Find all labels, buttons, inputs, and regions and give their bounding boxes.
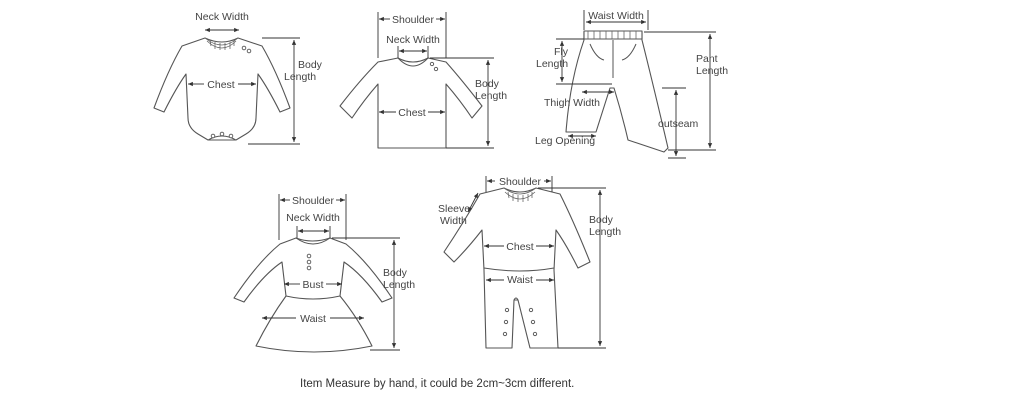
dress-shoulder-label: Shoulder (292, 195, 335, 207)
dress-waist-label: Waist (300, 313, 326, 325)
pants-fly-length-label: Fly Length (536, 46, 571, 70)
shirt-neck-width-label: Neck Width (386, 34, 440, 46)
shirt-shoulder-label: Shoulder (392, 14, 435, 26)
pants-waist-width-label: Waist Width (588, 10, 644, 22)
pants-garment (565, 30, 669, 153)
pants-outseam-label: outseam (658, 118, 699, 130)
romper-waist-label: Waist (507, 274, 533, 286)
romper-chest-label: Chest (506, 241, 534, 253)
dress-neck-width-label: Neck Width (286, 212, 340, 224)
romper-garment (443, 187, 591, 349)
romper-sleeve-width-arrow (467, 192, 479, 213)
shirt-chest-label: Chest (398, 107, 426, 119)
bodysuit-garment (153, 37, 291, 141)
romper-shoulder-label: Shoulder (499, 176, 542, 188)
pants-pant-length-label: Pant Length (696, 53, 728, 77)
bodysuit-neck-width-label: Neck Width (195, 11, 249, 23)
romper-sleeve-width-label: Sleeve Width (438, 203, 473, 227)
dress-garment (233, 237, 393, 353)
shirt-body-length-label: Body Length (475, 78, 507, 102)
dress-bust-label: Bust (302, 279, 323, 291)
pants-thigh-width-label: Thigh Width (544, 97, 600, 109)
bodysuit-chest-label: Chest (207, 79, 235, 91)
pants-leg-opening-label: Leg Opening (535, 135, 595, 147)
romper-body-length-label: Body Length (589, 214, 621, 238)
bodysuit-body-length-label: Body Length (284, 59, 325, 83)
measurement-note: Item Measure by hand, it could be 2cm~3c… (300, 378, 574, 390)
shirt-garment (339, 57, 483, 149)
dress-body-length-label: Body Length (383, 267, 415, 291)
